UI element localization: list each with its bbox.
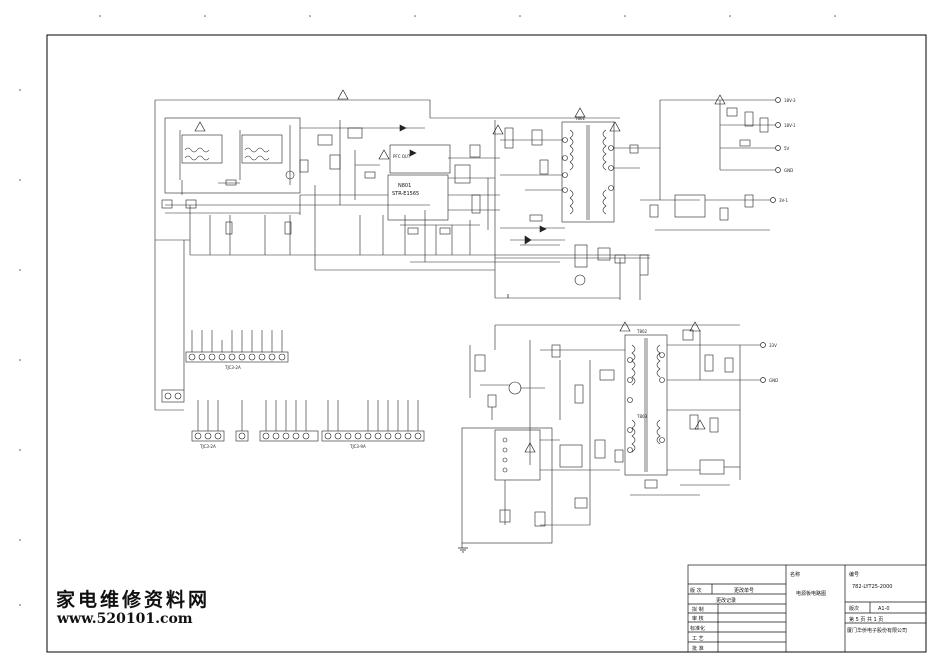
transformer-label: T803: [636, 414, 648, 419]
output-terminal: [775, 97, 781, 103]
title-block: [687, 564, 927, 653]
output-label: 33V: [769, 343, 777, 348]
version-label: 版次: [849, 605, 859, 612]
connector-xp2: [191, 400, 319, 442]
output-terminal: [770, 197, 776, 203]
transformer-label: T802: [636, 329, 648, 334]
role-label: 标准化: [690, 625, 705, 632]
ground-icon: [458, 294, 509, 553]
page-info: 第 5 页 共 1 页: [849, 616, 883, 623]
watermark-title: 家电维修资料网: [56, 589, 211, 611]
output-label: GND: [769, 378, 778, 383]
output-terminal: [775, 145, 781, 151]
warning-triangle-icon: [194, 89, 726, 453]
connector-xp1: [185, 330, 289, 363]
output-label: 5V: [784, 146, 790, 151]
sheet-ticks: [19, 15, 836, 606]
drawing-name: 电源板电路图: [796, 590, 826, 597]
rev-record: 更改记录: [716, 597, 736, 604]
rev-no-label: 更改单号: [734, 587, 754, 594]
transformer-label: T801: [574, 116, 586, 121]
role-label: 工 艺: [692, 636, 704, 642]
output-terminal: [760, 377, 766, 383]
role-label: 批 准: [692, 645, 704, 652]
company-name: 厦门华侨电子股份有限公司: [847, 627, 907, 634]
connector-label: TJC3-2A: [224, 365, 241, 370]
ic-part-label: STR-E1565: [392, 191, 419, 197]
ic-ref-label: N801: [398, 183, 411, 189]
output-terminals: [760, 97, 781, 383]
version-value: A1-0: [878, 606, 890, 612]
drawing-code: 782-LYT25-2000: [852, 584, 892, 590]
output-terminal: [775, 122, 781, 128]
drawing-frame: [46, 34, 927, 653]
connector-xp3: [321, 400, 425, 442]
ic-n801: [387, 174, 449, 221]
feedback-section: [410, 244, 650, 300]
role-label: 拟 制: [692, 606, 704, 613]
role-label: 审 核: [692, 615, 704, 622]
controller-n801: [285, 120, 500, 298]
pfc-label: PFC OUT: [393, 154, 411, 159]
output-terminal: [760, 342, 766, 348]
code-label: 编号: [849, 571, 859, 578]
watermark-url: www.520101.com: [57, 611, 193, 627]
output-label: 18V-3: [784, 98, 796, 103]
rev-label: 版 次: [690, 587, 702, 594]
standby-section: [461, 324, 760, 548]
connector-xp-small: [154, 240, 185, 411]
output-terminal: [775, 167, 781, 173]
input-filter-section: [154, 99, 650, 271]
connector-label: TJC3-9A: [349, 444, 366, 449]
connector-label: TJC3-2A: [199, 444, 216, 449]
transformer-t801: [430, 99, 775, 245]
output-label: GND: [784, 168, 793, 173]
output-label: 18V-1: [784, 123, 796, 128]
name-label: 名称: [790, 571, 800, 578]
output-label: 3V-1: [779, 198, 788, 203]
